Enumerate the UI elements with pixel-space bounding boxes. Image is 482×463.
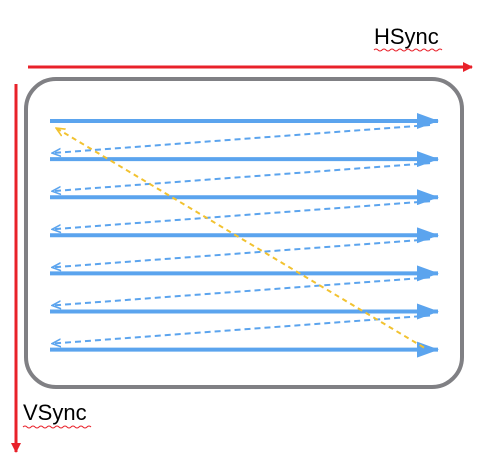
scan-pattern: [50, 113, 439, 358]
vsync-label: VSync: [23, 400, 87, 425]
horizontal-retrace: [52, 200, 431, 229]
hsync-label: HSync: [374, 24, 439, 49]
horizontal-retrace: [52, 276, 431, 305]
vsync-spellcheck-underline: [22, 425, 92, 429]
horizontal-retrace: [52, 314, 431, 344]
horizontal-retrace: [52, 238, 431, 267]
screen-frame: [24, 77, 464, 389]
horizontal-retrace: [52, 162, 431, 191]
horizontal-retrace: [52, 124, 431, 153]
hsync-spellcheck-underline: [373, 48, 443, 52]
